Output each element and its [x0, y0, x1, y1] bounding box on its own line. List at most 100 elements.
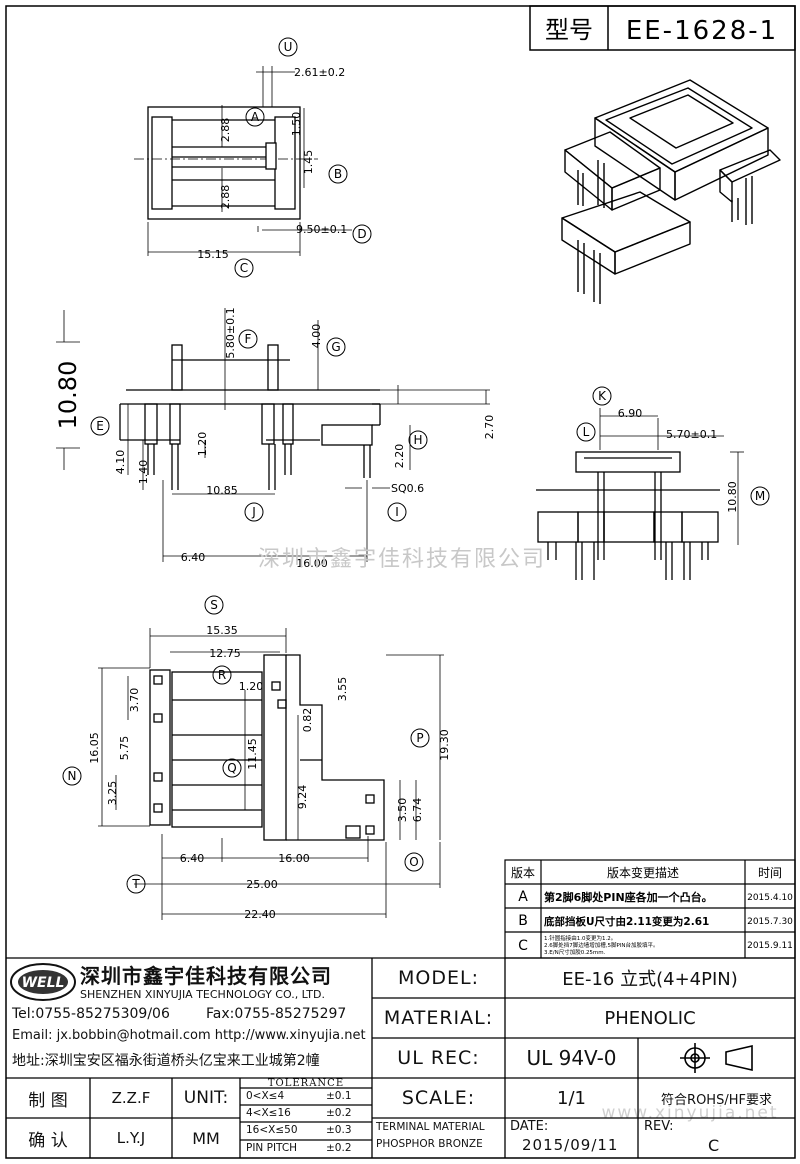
dim-front-140: 1.40 [137, 460, 150, 485]
dim-front-220: 2.20 [393, 444, 406, 469]
rev-b-version: B [518, 913, 528, 929]
dim-bot-640: 6.40 [180, 852, 205, 865]
scale-value: 1/1 [557, 1087, 586, 1109]
dim-top-950: 9.50±0.1 [296, 223, 347, 236]
rev-a-desc: 第2脚6脚处PIN座各加一个凸台。 [544, 890, 713, 904]
scale-label: SCALE: [401, 1087, 476, 1109]
callout-m: M [755, 489, 765, 503]
dim-top-261: 2.61±0.2 [294, 66, 345, 79]
callout-q: Q [227, 761, 236, 775]
dim-front-1080: 10.80 [54, 361, 82, 430]
model-value: EE-16 立式(4+4PIN) [562, 969, 738, 990]
dim-bot-120: 1.20 [239, 680, 264, 693]
rev-b-desc: 底部挡板U尺寸由2.11变更为2.61 [544, 915, 709, 928]
draw-label: 制 图 [28, 1090, 68, 1111]
ul-symbols [680, 1043, 753, 1073]
unit-label: UNIT: [183, 1088, 229, 1108]
dim-bot-355: 3.55 [336, 677, 349, 702]
company-fax: Fax:0755-85275297 [206, 1006, 347, 1022]
callouts-front [90, 329, 428, 522]
callout-s: S [210, 598, 218, 612]
dim-bot-2500: 25.00 [246, 878, 278, 891]
company-name-cn: 深圳市鑫宇佳科技有限公司 [80, 964, 332, 988]
dim-bot-1275: 12.75 [209, 647, 241, 660]
model-label: MODEL: [398, 967, 479, 989]
isometric-view [561, 79, 781, 304]
dim-bot-1930: 19.30 [438, 729, 451, 761]
callouts-side [576, 386, 770, 506]
callout-t: T [131, 877, 140, 891]
rev-label: REV: [644, 1119, 674, 1134]
dim-bot-2240: 22.40 [244, 908, 276, 921]
model-code: EE-1628-1 [626, 16, 778, 46]
dim-front-120: 1.20 [196, 432, 209, 457]
rev-head-version: 版本 [511, 866, 535, 880]
date-label: DATE: [510, 1119, 549, 1134]
callout-d-top: D [357, 227, 366, 241]
tol-value-2: ±0.2 [326, 1107, 352, 1119]
dim-front-1600: 16.00 [296, 557, 328, 570]
callout-c: C [240, 261, 248, 275]
dim-side-1080: 10.80 [726, 481, 739, 513]
draw-value: Z.Z.F [111, 1089, 151, 1107]
dim-bot-924: 9.24 [296, 785, 309, 810]
dim-top-1515: 15.15 [197, 248, 229, 261]
callouts-top [234, 37, 372, 278]
dim-top-288b: 2.88 [219, 185, 232, 210]
dim-bot-1600: 16.00 [278, 852, 310, 865]
dim-front-580: 5.80±0.1 [224, 307, 237, 358]
callout-f: F [245, 332, 252, 346]
date-value: 2015/09/11 [522, 1136, 619, 1154]
rev-b-date: 2015.7.30 [747, 917, 793, 927]
dim-top-288a: 2.88 [219, 118, 232, 143]
dim-front-410: 4.10 [114, 450, 127, 475]
dim-front-sq: SQ0.6 [391, 482, 424, 495]
rev-c-date: 2015.9.11 [747, 941, 793, 951]
model-header [529, 5, 796, 51]
dim-bot-674: 6.74 [411, 798, 424, 823]
rev-head-date: 时间 [758, 866, 782, 880]
rev-a-version: A [518, 889, 528, 905]
material-label: MATERIAL: [383, 1007, 494, 1029]
side-view-dims [599, 408, 744, 545]
title-block-grid [6, 957, 795, 1158]
rev-a-date: 2015.4.10 [747, 893, 793, 903]
callout-r: R [218, 668, 226, 682]
rev-c-version: C [518, 938, 528, 954]
dim-side-570: 5.70±0.1 [666, 428, 717, 441]
company-tel: Tel:0755-85275309/06 [12, 1006, 170, 1022]
side-view [536, 451, 720, 580]
ulrec-label: UL REC: [397, 1047, 480, 1069]
callout-j: J [251, 505, 256, 519]
callout-e: E [96, 419, 104, 433]
dim-top-145: 1.45 [302, 150, 315, 175]
unit-value: MM [192, 1128, 220, 1148]
logo-text: WELL [22, 975, 65, 991]
callout-g: G [331, 340, 340, 354]
tol-value-1: ±0.1 [326, 1090, 352, 1102]
watermark-company: 深圳市鑫宇佳科技有限公司 [258, 547, 546, 572]
material-value: PHENOLIC [604, 1007, 696, 1029]
rev-c-desc-2: 2.6脚处挡7脚边墙增加槽,5脚PIN台加胶填平。 [544, 941, 659, 949]
bottom-view [149, 654, 385, 841]
tol-range-1: 0<X≤4 [246, 1090, 285, 1102]
rev-c-desc-1: 1.针圆指接由1.0变更为1.2。 [544, 934, 616, 942]
rev-c-desc-3: 3.E/N尺寸加胶0.25mm. [544, 948, 606, 956]
callout-u: U [284, 40, 293, 54]
top-view-dims [147, 66, 352, 256]
callout-l: L [583, 425, 590, 439]
dim-bot-1605: 16.05 [88, 732, 101, 764]
check-value: L.Y.J [116, 1129, 146, 1147]
rev-value: C [708, 1136, 720, 1155]
company-address: 地址:深圳宝安区福永街道桥头亿宝来工业城第2幢 [12, 1053, 320, 1069]
dim-bot-1145: 11.45 [246, 738, 259, 770]
sheet-border [5, 5, 796, 1159]
company-name-en: SHENZHEN XINYUJIA TECHNOLOGY CO., LTD. [80, 988, 325, 1001]
bottom-view-dims [98, 628, 444, 920]
rohs-note: 符合ROHS/HF要求 [661, 1092, 772, 1108]
dim-bot-350: 3.50 [396, 798, 409, 823]
dim-bot-1535: 15.35 [206, 624, 238, 637]
tol-value-4: ±0.2 [326, 1142, 352, 1154]
